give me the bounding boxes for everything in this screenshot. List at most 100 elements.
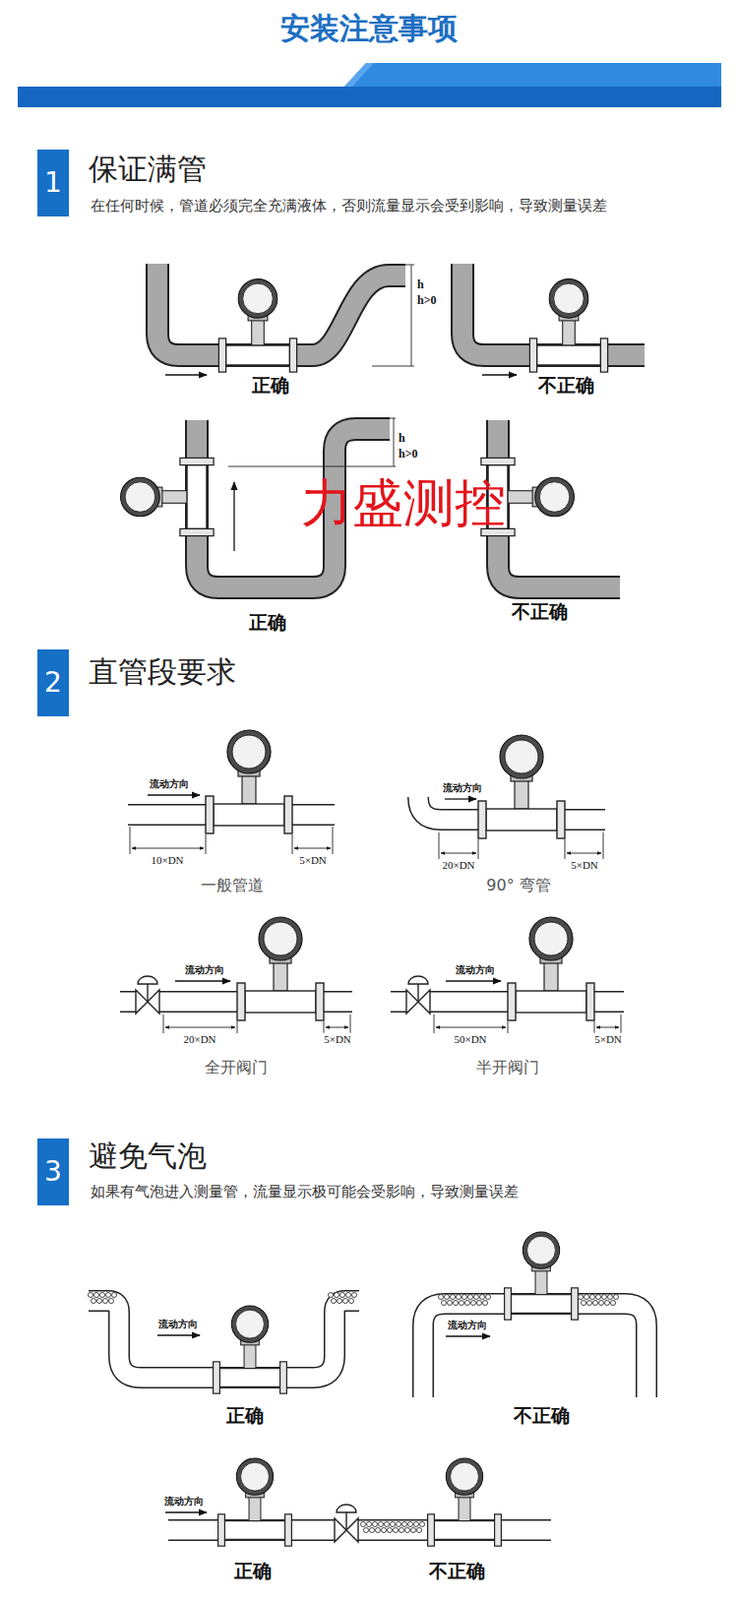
section-heading: 保证满管 — [88, 152, 207, 187]
air-bubbles-part — [480, 1294, 486, 1300]
air-bubbles-part — [608, 1294, 614, 1300]
straight-run-figures-part — [438, 832, 440, 860]
flow-label: 流动方向 — [158, 1318, 198, 1331]
air-bubbles-part — [381, 1528, 387, 1534]
straight-run-figures-part — [292, 834, 294, 855]
bubble-figures-part — [165, 1511, 207, 1513]
dimension-label: 10×DN — [149, 854, 185, 867]
air-bubbles-part — [408, 1522, 414, 1528]
bubble-figures-part — [334, 1504, 359, 1542]
air-bubbles-part — [611, 1300, 616, 1306]
straight-run-figures-part — [332, 826, 334, 855]
air-bubbles-part — [337, 1298, 343, 1304]
straight-run-figures-part — [620, 1014, 622, 1034]
air-bubbles-part — [340, 1292, 346, 1298]
bubble-figures-part — [157, 1334, 200, 1336]
air-bubbles-part — [477, 1300, 483, 1306]
bubble-figures-part — [428, 1458, 502, 1546]
number-badge: 3 — [37, 1138, 69, 1206]
straight-run-figures-part — [603, 832, 605, 860]
flow-label: 流动方向 — [455, 964, 495, 977]
section-number: 3 — [44, 1158, 62, 1186]
dimension-label: 5×DN — [569, 859, 600, 872]
header-band-part — [17, 86, 722, 108]
straight-run-figures-part — [478, 735, 565, 839]
section-heading: 避免气泡 — [88, 1139, 207, 1174]
verdict-label: 不正确 — [429, 1560, 486, 1583]
air-bubbles-part — [599, 1300, 605, 1306]
air-bubbles — [88, 1292, 619, 1534]
straight-run-figures-part — [435, 1027, 506, 1029]
full-pipe-figures-part — [228, 466, 396, 468]
section-note: 如果有气泡进入测量管，流量显示极可能会受影响，导致测量误差 — [90, 1182, 519, 1201]
full-pipe-figures-part — [121, 457, 215, 536]
verdict-label: 不正确 — [538, 374, 595, 397]
full-pipe-figures — [121, 263, 645, 588]
air-bubbles-part — [593, 1300, 599, 1306]
straight-run-figures-part — [507, 1021, 509, 1034]
air-bubbles-part — [97, 1298, 103, 1304]
watermark: 力盛测控 — [301, 474, 506, 534]
air-bubbles-part — [474, 1294, 480, 1300]
air-bubbles-part — [581, 1300, 587, 1306]
air-bubbles-part — [88, 1292, 94, 1298]
section-header: 3 避免气泡如果有气泡进入测量管，流量显示极可能会受影响，导致测量误差 — [37, 1138, 717, 1206]
header-band-part — [344, 62, 722, 87]
full-pipe-figures-part — [218, 279, 297, 373]
air-bubbles-part — [420, 1522, 426, 1528]
flow-label: 流动方向 — [164, 1495, 204, 1508]
bubble-figures — [88, 1231, 647, 1546]
full-pipe-figures-part — [393, 418, 395, 467]
air-bubbles-part — [584, 1294, 590, 1300]
dimension-label: h>0 — [417, 294, 437, 308]
straight-run-figures-part — [325, 1027, 349, 1029]
air-bubbles-part — [343, 1298, 349, 1304]
air-bubbles-part — [328, 1292, 334, 1298]
full-pipe-figures-part — [157, 263, 406, 356]
air-bubbles-part — [596, 1294, 602, 1300]
air-bubbles-part — [103, 1298, 109, 1304]
air-bubbles-part — [486, 1294, 492, 1300]
air-bubbles-part — [106, 1292, 112, 1298]
full-pipe-figures-part — [165, 373, 207, 375]
bubble-figures-part — [445, 1335, 491, 1337]
straight-run-figures-part — [433, 1014, 435, 1034]
air-bubbles-part — [471, 1300, 477, 1306]
header-band-part — [344, 62, 374, 87]
bubble-figures-part — [88, 1300, 360, 1378]
straight-run-figures-part — [390, 992, 407, 1012]
straight-run-figures-part — [594, 1021, 596, 1034]
straight-run-figures-part — [440, 853, 477, 855]
air-bubbles-part — [346, 1292, 352, 1298]
full-pipe-figures-part — [529, 279, 608, 373]
straight-run-figures-part — [507, 917, 595, 1021]
flow-label: 流动方向 — [149, 778, 189, 791]
flow-label: 流动方向 — [447, 1319, 488, 1332]
straight-run-figures-part — [147, 794, 200, 796]
air-bubbles-part — [94, 1292, 100, 1298]
section-header: 1保证满管在任何时候，管道必须完全充满液体，否则流量显示会受到影响，导致测量误差 — [37, 149, 717, 217]
air-bubbles-part — [483, 1300, 489, 1306]
dimension-label: h — [417, 278, 425, 293]
flow-label: 流动方向 — [442, 782, 483, 795]
air-bubbles-part — [447, 1300, 453, 1306]
air-bubbles-part — [462, 1294, 468, 1300]
figure-caption: 一般管道 — [200, 876, 264, 895]
full-pipe-figures-part — [482, 373, 517, 375]
air-bubbles-part — [396, 1522, 402, 1528]
section-number: 1 — [44, 169, 62, 197]
air-bubbles-part — [390, 1522, 396, 1528]
air-bubbles-part — [399, 1528, 405, 1534]
full-pipe-figures-part — [411, 264, 413, 367]
air-bubbles-part — [417, 1528, 423, 1534]
air-bubbles-part — [590, 1294, 596, 1300]
dimension-label: 20×DN — [182, 1033, 217, 1046]
number-badge: 1 — [37, 149, 69, 217]
flow-label: 流动方向 — [184, 964, 225, 977]
full-pipe-figures-part — [401, 264, 415, 266]
straight-run-figures-part — [596, 1027, 619, 1029]
number-badge: 2 — [37, 649, 69, 717]
dimension-label: 5×DN — [298, 854, 328, 867]
air-bubbles-part — [605, 1300, 611, 1306]
